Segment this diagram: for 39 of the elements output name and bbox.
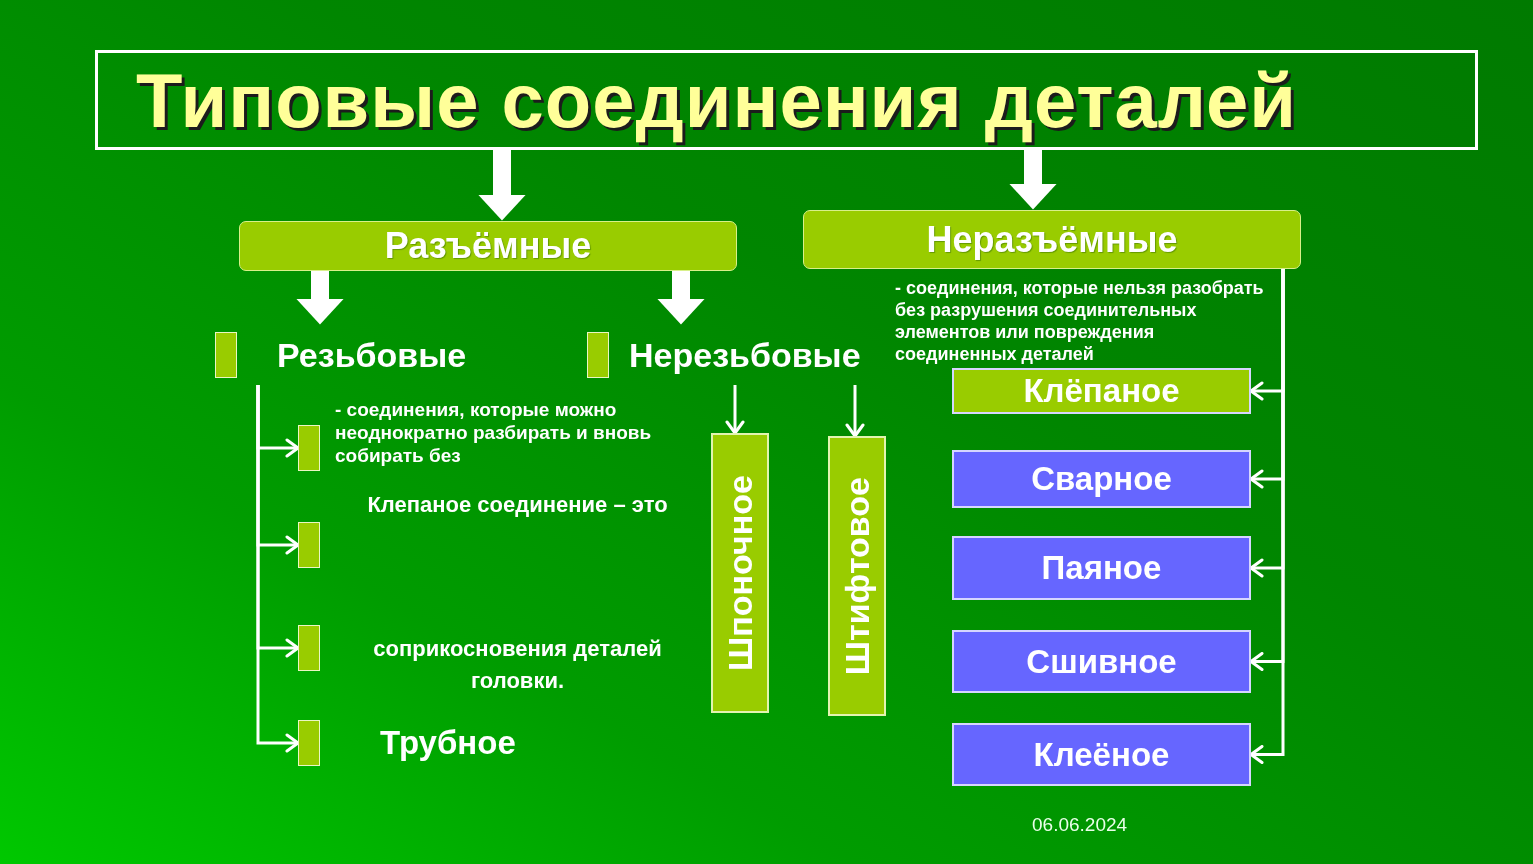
list-heading: Резьбовые: [277, 335, 467, 375]
definition-text: - соединения, которые нельзя разобрать без разрушения соединительных элементов или повреждения соединенных деталей: [895, 278, 1265, 366]
connector-arrow: [256, 385, 300, 753]
block-arrow: [1009, 150, 1057, 210]
block-arrow: [296, 271, 344, 325]
type-label: Сварное: [1031, 460, 1172, 498]
type-box: [952, 630, 1251, 693]
type-box: [952, 536, 1251, 600]
type-label: Паяное: [1041, 549, 1162, 587]
text-fragment: головки.: [469, 668, 566, 695]
type-label: Клеёное: [1033, 735, 1170, 774]
type-box: [952, 723, 1251, 786]
connector-arrow: [725, 385, 745, 435]
definition-text: - соединения, которые можно неоднократно разбирать и вновь собирать без: [335, 398, 653, 468]
slide-title: Типовые соединения деталей: [136, 56, 1298, 144]
type-box: [952, 450, 1251, 508]
type-label: Клёпаное: [1023, 372, 1180, 410]
text-fragment: Клепаное соединение – это: [366, 492, 669, 519]
type-box: [828, 436, 886, 716]
type-label: Сшивное: [1026, 642, 1177, 681]
type-box: [952, 368, 1251, 414]
list-heading: Трубное: [380, 724, 516, 762]
connector-arrow: [845, 385, 865, 438]
category-box: [803, 210, 1301, 269]
vertical-label: Шпоночное: [720, 475, 760, 671]
block-arrow: [657, 271, 705, 325]
category-label: Разъёмные: [384, 225, 592, 267]
block-arrow: [478, 150, 526, 221]
title-frame: [95, 50, 1478, 150]
square-bullet-icon: [298, 425, 320, 471]
category-label: Неразъёмные: [926, 218, 1178, 261]
list-heading: Нерезьбовые: [629, 335, 861, 375]
vertical-label: Штифтовое: [837, 476, 877, 676]
category-box: [239, 221, 737, 271]
type-box: [711, 433, 769, 713]
square-bullet-icon: [298, 625, 320, 671]
text-fragment: соприкосновения деталей: [372, 636, 663, 663]
square-bullet-icon: [298, 522, 320, 568]
date-text: 06.06.2024: [1032, 814, 1128, 836]
